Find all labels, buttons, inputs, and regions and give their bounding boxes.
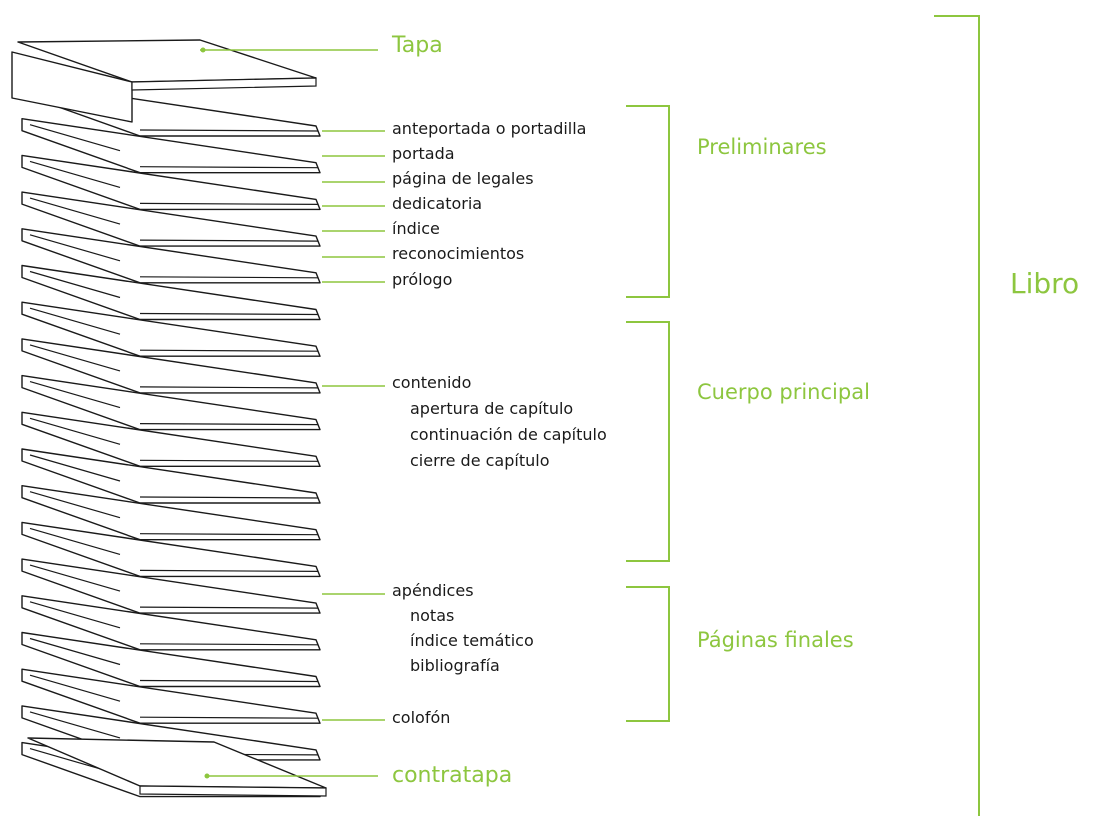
folded-sheet	[21, 631, 321, 688]
folded-sheet	[21, 485, 321, 541]
sheet-fold-line	[29, 417, 121, 445]
sheet-edge-line	[139, 606, 319, 609]
subitem-cierre: cierre de capítulo	[410, 451, 550, 470]
sheet-fold-line	[29, 454, 121, 482]
item-apendices: apéndices	[392, 581, 474, 600]
folded-sheet	[21, 264, 321, 321]
item-indice: índice	[392, 219, 440, 238]
sheet-edge-line	[139, 643, 319, 646]
sheet-fold-line	[29, 527, 121, 555]
tapa-dot	[200, 47, 206, 53]
section-brackets	[626, 15, 980, 816]
item-prologo: prólogo	[392, 270, 453, 289]
section-title-paginas-finales: Páginas finales	[697, 628, 854, 652]
contratapa-label: contratapa	[392, 763, 513, 788]
folded-sheet	[21, 595, 321, 651]
sheet-edge-line	[139, 386, 319, 389]
folded-sheet	[21, 558, 321, 614]
sheet-fold-line	[29, 564, 121, 592]
subitem-bibliografia: bibliografía	[410, 656, 500, 675]
sheet-fold-line	[29, 124, 121, 152]
contratapa-dot	[204, 773, 210, 779]
item-colofon: colofón	[392, 708, 451, 727]
folded-sheet	[21, 448, 321, 504]
folded-sheet	[21, 154, 321, 211]
sheet-fold-line	[29, 160, 121, 188]
sheet-fold-line	[29, 234, 121, 262]
subitem-apertura: apertura de capítulo	[410, 399, 574, 418]
folded-sheet	[21, 191, 321, 247]
section-title-preliminares: Preliminares	[697, 135, 827, 159]
item-contenido: contenido	[392, 373, 472, 392]
section-title-cuerpo-principal: Cuerpo principal	[697, 380, 870, 404]
subitem-continuacion: continuación de capítulo	[410, 425, 607, 444]
sheet-fold-line	[29, 491, 121, 519]
sheet-edge-line	[139, 239, 319, 242]
sheet-edge-line	[139, 349, 319, 352]
back-cover-edge	[139, 785, 327, 797]
item-dedicatoria: dedicatoria	[392, 194, 483, 213]
sheet-fold-line	[29, 637, 121, 666]
sheet-edge-line	[139, 129, 319, 132]
sheet-fold-line	[29, 601, 121, 629]
bracket-cuerpo-principal	[626, 321, 670, 562]
sheet-fold-line	[29, 307, 121, 335]
sheet-edge-line	[139, 423, 319, 426]
sheet-edge-line	[139, 276, 319, 279]
subitem-notas: notas	[410, 606, 455, 625]
folded-sheet	[21, 411, 321, 467]
item-portada: portada	[392, 144, 455, 163]
connector-lines	[200, 47, 385, 779]
sheet-edge-line	[139, 496, 319, 499]
sheet-edge-line	[139, 202, 319, 205]
sheet-edge-line	[139, 459, 319, 462]
sheet-edge-line	[139, 679, 319, 683]
item-anteportada: anteportada o portadilla	[392, 119, 587, 138]
bracket-preliminares	[626, 105, 670, 298]
folded-sheet	[21, 228, 321, 284]
sheet-fold-line	[29, 270, 121, 299]
sheet-edge-line	[139, 166, 319, 169]
tapa-label: Tapa	[392, 33, 443, 58]
folded-sheet	[21, 668, 321, 724]
front-cover-spine	[11, 51, 133, 123]
folded-sheet	[21, 374, 321, 431]
subitem-indice-tematico: índice temático	[410, 631, 534, 650]
sheet-edge-line	[139, 716, 319, 719]
libro-label: Libro	[1010, 267, 1080, 300]
sheet-edge-line	[139, 569, 319, 573]
front-cover-edge	[131, 77, 317, 91]
folded-sheet	[21, 521, 321, 578]
bracket-paginas-finales	[626, 586, 670, 722]
sheet-fold-line	[29, 381, 121, 409]
sheet-edge-line	[139, 312, 319, 316]
sheet-fold-line	[29, 197, 121, 225]
sheet-edge-line	[139, 533, 319, 536]
folded-sheet	[21, 301, 321, 357]
bracket-libro	[934, 15, 980, 816]
folded-sheet	[21, 118, 321, 174]
sheet-fold-line	[29, 674, 121, 702]
item-pagina-de-legales: página de legales	[392, 169, 534, 188]
item-reconocimientos: reconocimientos	[392, 244, 525, 263]
sheet-fold-line	[29, 344, 121, 372]
sheet-fold-line	[29, 711, 121, 739]
page-stack	[11, 39, 327, 798]
folded-sheet	[21, 338, 321, 394]
